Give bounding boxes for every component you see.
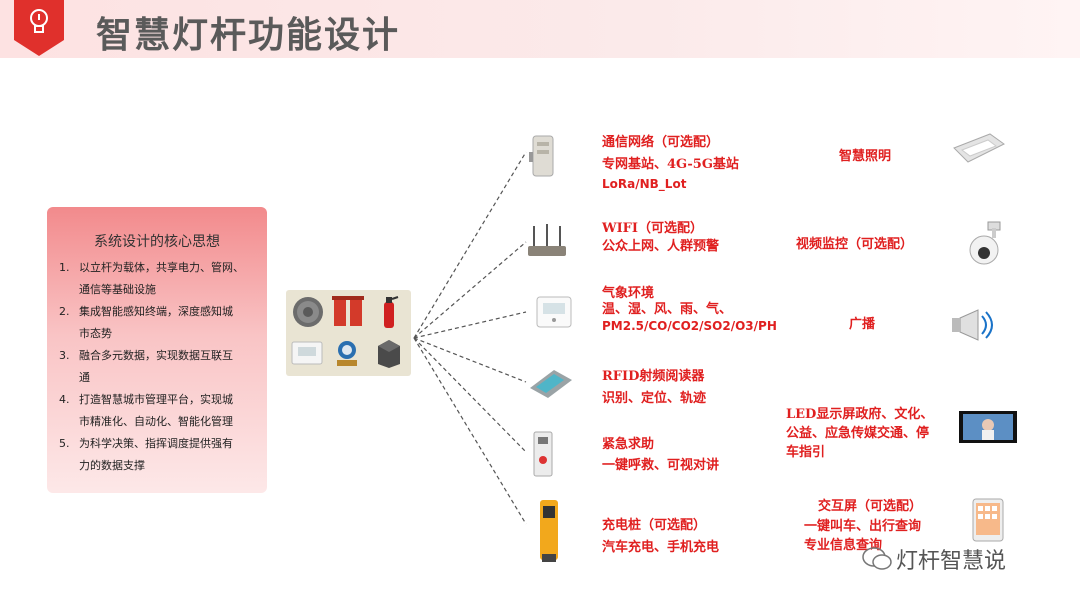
header-bar	[0, 0, 1080, 58]
network-title: 通信网络（可选配）	[602, 135, 720, 150]
lightbulb-badge-icon	[14, 0, 64, 56]
weather-line1: 温、湿、风、雨、气、	[602, 302, 733, 317]
watermark-text: 灯杆智慧说	[896, 549, 1007, 574]
rfid-line1: 识别、定位、轨迹	[602, 391, 707, 406]
network-line2: LoRa/NB_Lot	[602, 177, 687, 191]
interactive-line1: 交互屏（可选配）	[818, 499, 923, 514]
fire-hydrant-cabinet-icon	[332, 296, 364, 326]
intercom-icon	[533, 431, 553, 477]
interactive-line2: 一键叫车、出行查询	[804, 519, 922, 534]
list-item: 2. 集成智能感知终端，深度感知城 市态势	[59, 305, 233, 340]
emergency-title: 紧急求助	[602, 437, 655, 452]
interactive-line3: 专业信息查询	[804, 538, 883, 553]
base-station-icon	[529, 135, 554, 177]
sensor-box-icon	[291, 341, 323, 365]
manhole-cover-icon	[293, 297, 323, 327]
wifi-router-icon	[528, 224, 566, 256]
weather-title: 气象环境	[602, 286, 655, 301]
device-panel	[286, 290, 411, 376]
emergency-line1: 一键呼救、可视对讲	[602, 458, 720, 473]
list-item: 1. 以立杆为载体，共享电力、管网、 通信等基础设施	[59, 261, 244, 296]
video-label: 视频监控（可选配）	[796, 237, 914, 252]
lighting-label: 智慧照明	[839, 149, 892, 164]
page-title: 智慧灯杆功能设计	[96, 15, 401, 56]
weather-line2: PM2.5/CO/CO2/SO2/O3/PH	[602, 319, 777, 333]
rfid-reader-icon	[530, 370, 572, 398]
network-line1: 专网基站、4G-5G基站	[602, 157, 739, 172]
core-ideas-list: 1. 以立杆为载体，共享电力、管网、 通信等基础设施 2. 集成智能感知终端，深…	[59, 257, 264, 477]
list-item: 4. 打造智慧城市管理平台，实现城 市精准化、自动化、智能化管理	[59, 393, 233, 428]
list-item: 3. 融合多元数据，实现数据互联互 通	[59, 349, 233, 384]
core-ideas-title: 系统设计的核心思想	[94, 234, 220, 250]
led-line2: 公益、应急传媒交通、停	[786, 426, 930, 441]
weather-sensor-icon	[536, 296, 572, 328]
fire-extinguisher-icon	[384, 296, 399, 328]
charging-line1: 汽车充电、手机充电	[602, 540, 720, 555]
charging-pile-icon	[540, 500, 558, 562]
street-light-icon	[953, 133, 1005, 163]
core-ideas-box: 系统设计的核心思想 1. 以立杆为载体，共享电力、管网、 通信等基础设施 2. …	[47, 207, 267, 493]
broadcast-label: 广播	[849, 317, 876, 332]
list-item: 5. 为科学决策、指挥调度提供强有 力的数据支撑	[59, 437, 233, 472]
control-box-icon	[378, 340, 400, 368]
wechat-icon	[862, 547, 892, 570]
led-line3: 车指引	[786, 445, 826, 460]
led-line1: LED显示屏政府、文化、	[786, 407, 934, 422]
dome-camera-icon	[969, 221, 1001, 265]
led-screen-icon	[959, 411, 1017, 443]
tablet-icon	[972, 498, 1004, 542]
megaphone-icon	[952, 309, 993, 341]
wifi-line1: 公众上网、人群预警	[602, 239, 720, 254]
water-meter-icon	[337, 341, 357, 366]
rfid-title: RFID射频阅读器	[602, 369, 705, 384]
wifi-title: WIFI（可选配）	[602, 221, 703, 236]
charging-title: 充电桩（可选配）	[602, 518, 707, 533]
